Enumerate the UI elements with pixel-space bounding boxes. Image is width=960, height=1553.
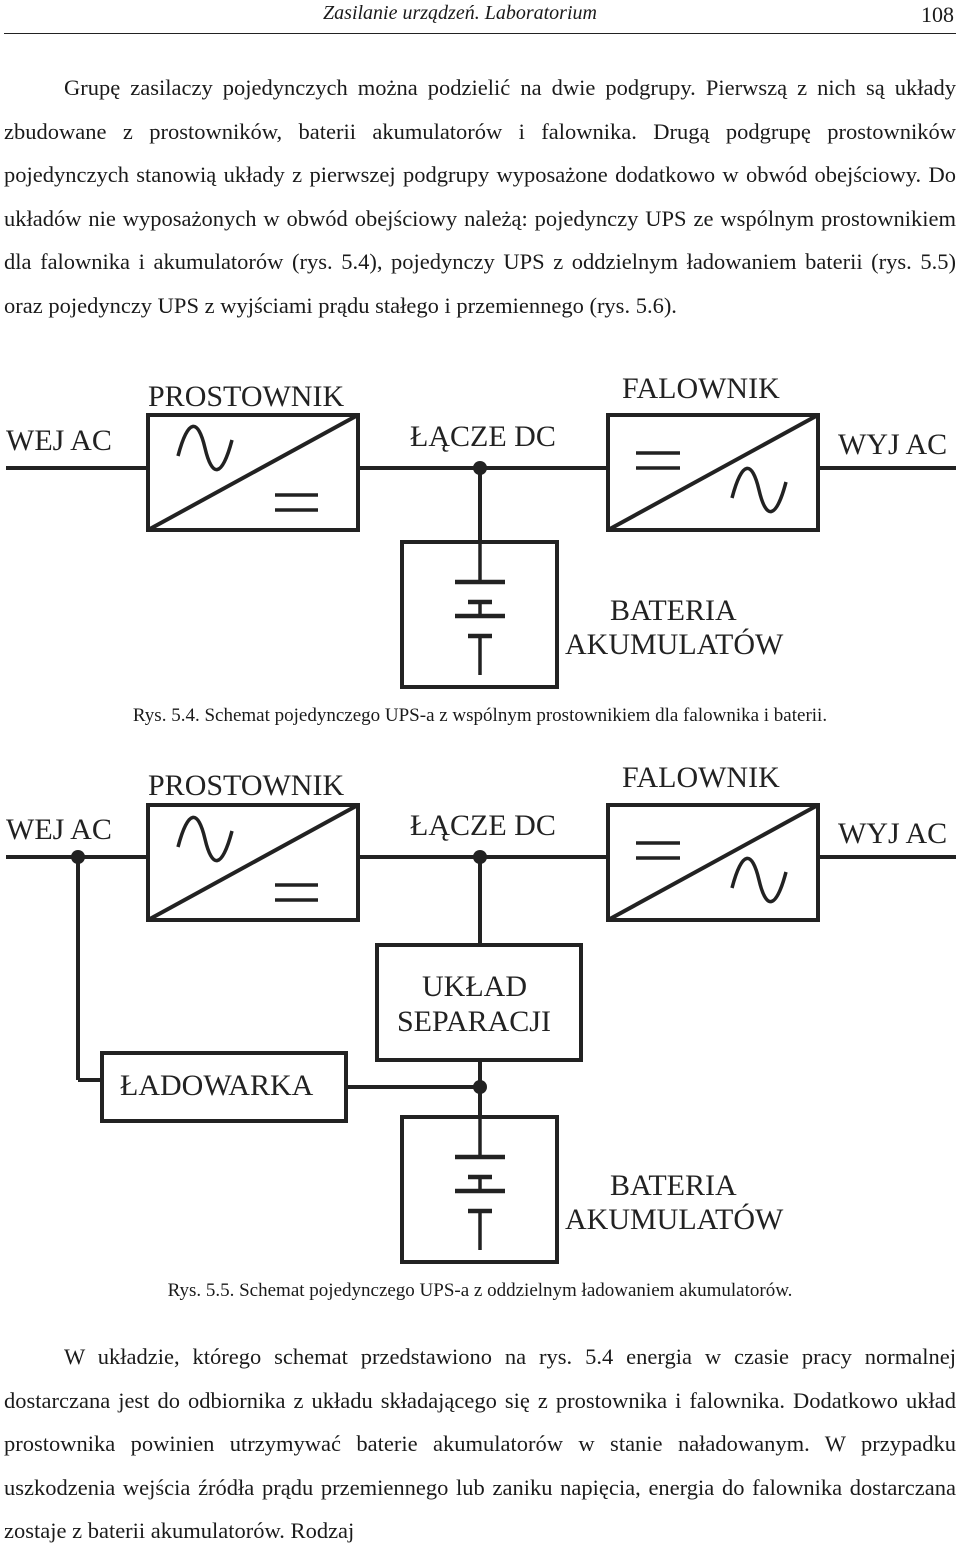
rectifier-block (146, 803, 360, 922)
battery-label-line1: BATERIA (610, 1169, 737, 1202)
page-number: 108 (921, 2, 954, 27)
dc-link-label: ŁĄCZE DC (410, 420, 556, 453)
inverter-label: FALOWNIK (622, 372, 780, 405)
header-rule (4, 33, 956, 34)
figure-5-4-diagram: PROSTOWNIK FALOWNIK WEJ AC WYJ AC ŁĄCZE … (6, 372, 956, 689)
rectifier-label: PROSTOWNIK (148, 380, 344, 413)
ac-output-label: WYJ AC (838, 817, 947, 850)
figure-5-4-caption: Rys. 5.4. Schemat pojedynczego UPS-a z w… (132, 705, 828, 726)
battery-label-line1: BATERIA (610, 594, 737, 627)
paragraph-description: W układzie, którego schemat przedstawion… (4, 1344, 956, 1543)
charger-junction-dot (473, 1080, 487, 1094)
dc-junction-dot (473, 850, 487, 864)
separation-label-line2: SEPARACJI (397, 1005, 551, 1038)
rectifier-label: PROSTOWNIK (148, 769, 344, 802)
figure-5-5-diagram: PROSTOWNIK FALOWNIK WEJ AC WYJ AC ŁĄCZE … (6, 761, 956, 1264)
battery-label-line2: AKUMULATÓW (565, 628, 784, 661)
ac-input-label: WEJ AC (6, 813, 112, 846)
ac-junction-dot (71, 850, 85, 864)
page-header: Zasilanie urządzeń. Laboratorium 108 (0, 0, 960, 34)
ac-output-label: WYJ AC (838, 428, 947, 461)
battery-label-line2: AKUMULATÓW (565, 1203, 784, 1236)
charger-label: ŁADOWARKA (120, 1069, 314, 1102)
inverter-block (606, 803, 820, 922)
dc-link-label: ŁĄCZE DC (410, 809, 556, 842)
running-title: Zasilanie urządzeń. Laboratorium (323, 2, 597, 24)
dc-junction-dot (473, 461, 487, 475)
rectifier-block (146, 413, 360, 532)
separation-label-line1: UKŁAD (422, 970, 527, 1003)
inverter-block (606, 413, 820, 532)
ac-input-label: WEJ AC (6, 424, 112, 457)
paragraph-intro: Grupę zasilaczy pojedynczych można podzi… (4, 75, 956, 318)
inverter-label: FALOWNIK (622, 761, 780, 794)
figure-5-5-caption: Rys. 5.5. Schemat pojedynczego UPS-a z o… (167, 1280, 793, 1301)
